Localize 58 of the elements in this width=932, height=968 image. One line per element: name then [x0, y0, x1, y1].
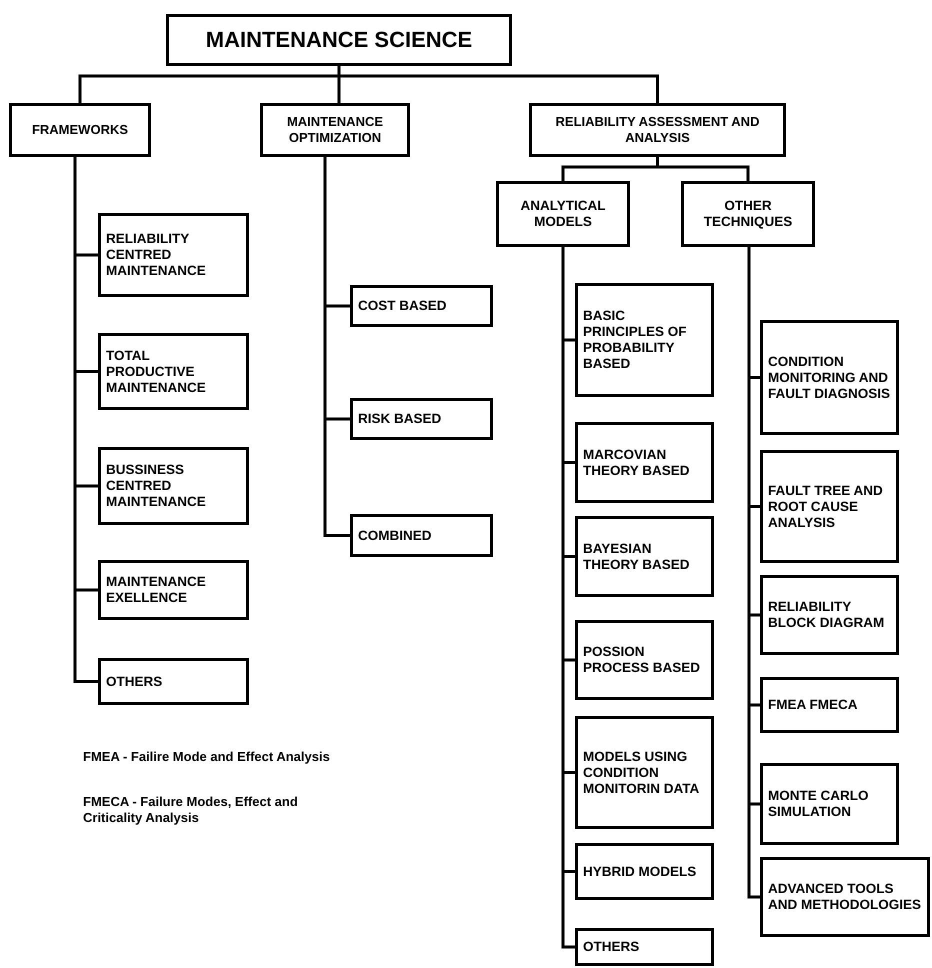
category-box [575, 516, 714, 597]
box-label: RELIABILITY CENTRED MAINTENANCE [106, 231, 207, 279]
box-label: OTHERS [106, 674, 164, 690]
box-label: MAINTENANCE EXELLENCE [106, 574, 207, 606]
box-label: ANALYTICAL MODELS [519, 198, 606, 230]
box-label: FRAMEWORKS [30, 122, 130, 138]
category-box [350, 285, 493, 327]
box-label: MODELS USING CONDITION MONITORIN DATA [583, 748, 700, 796]
box-label: COST BASED [358, 298, 448, 314]
category-box [575, 283, 714, 397]
category-box [166, 14, 512, 66]
category-box [98, 213, 249, 297]
category-box [98, 447, 249, 525]
abbreviation-note: FMEA - Failire Mode and Effect Analysis [83, 749, 331, 765]
category-box [529, 103, 786, 157]
box-label: MONTE CARLO SIMULATION [768, 788, 870, 820]
box-label: RISK BASED [358, 411, 442, 427]
category-box [98, 658, 249, 705]
abbreviation-note: FMECA - Failure Modes, Effect and Criticality Analysis [83, 794, 299, 826]
category-box [760, 320, 899, 435]
connector-line [324, 157, 350, 537]
box-label: OTHERS [583, 939, 640, 955]
box-label: BASIC PRINCIPLES OF PROBABILITY BASED [583, 308, 688, 372]
category-box [9, 103, 151, 157]
box-label: ADVANCED TOOLS AND METHODOLOGIES [768, 881, 922, 913]
box-label: MAINTENANCE SCIENCE [204, 32, 474, 48]
category-box [496, 181, 630, 247]
box-label: RELIABILITY ASSESSMENT AND ANALYSIS [554, 114, 760, 146]
box-label: MARCOVIAN THEORY BASED [583, 446, 691, 478]
category-box [575, 928, 714, 966]
box-label: POSSION PROCESS BASED [583, 644, 702, 676]
category-box [760, 857, 930, 937]
box-label: MAINTENANCE OPTIMIZATION [286, 114, 384, 146]
category-box [760, 763, 899, 845]
box-label: HYBRID MODELS [583, 864, 698, 880]
category-box [350, 398, 493, 440]
category-box [98, 333, 249, 410]
category-box [760, 575, 899, 655]
category-box [98, 560, 249, 620]
category-box [575, 422, 714, 503]
category-box [760, 450, 899, 563]
box-label: OTHER TECHNIQUES [702, 198, 794, 230]
category-box [575, 843, 714, 900]
category-box [681, 181, 815, 247]
category-box [760, 677, 899, 733]
box-label: FMEA FMECA [768, 697, 858, 713]
box-label: RELIABILITY BLOCK DIAGRAM [768, 599, 886, 631]
connector-line [656, 157, 750, 181]
box-label: FAULT TREE AND ROOT CAUSE ANALYSIS [768, 482, 884, 530]
category-box [575, 620, 714, 700]
category-box [575, 716, 714, 829]
box-label: TOTAL PRODUCTIVE MAINTENANCE [106, 348, 207, 396]
category-box [260, 103, 410, 157]
category-box [350, 514, 493, 557]
box-label: BUSSINESS CENTRED MAINTENANCE [106, 462, 207, 510]
box-label: COMBINED [358, 528, 432, 544]
box-label: BAYESIAN THEORY BASED [583, 540, 691, 572]
box-label: CONDITION MONITORING AND FAULT DIAGNOSIS [768, 354, 891, 402]
